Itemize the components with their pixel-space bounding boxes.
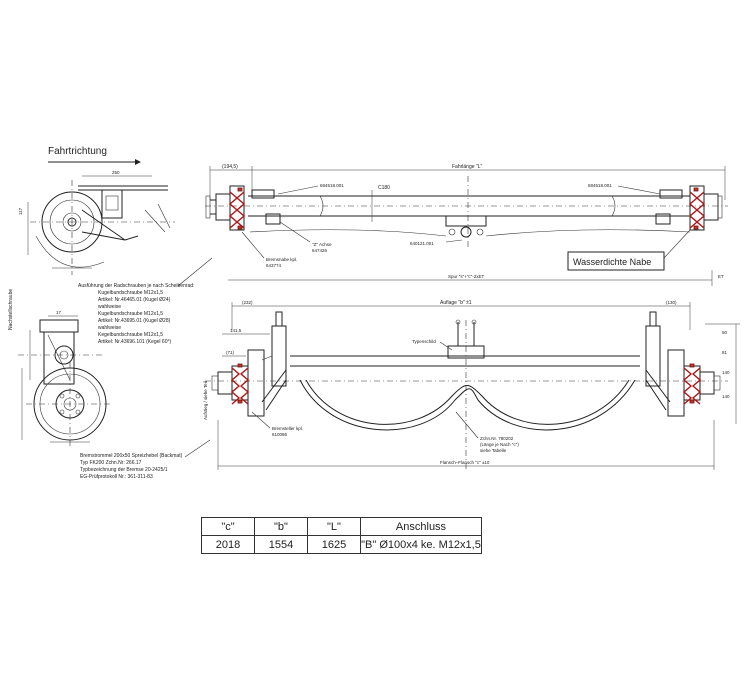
dim-right-4: 140 — [722, 394, 730, 399]
c180-label: C180 — [378, 185, 390, 191]
value-l: 1625 — [307, 535, 361, 554]
direction-arrow — [48, 159, 141, 165]
part-center-label: 640121.001 — [410, 241, 434, 246]
note-line-7: wahlweise — [98, 325, 121, 331]
zchn-3: siehe Tabelle — [480, 448, 507, 453]
fahrlaenge-label: Fahrlänge "L" — [452, 164, 482, 170]
spur-label: Spur "s"+"c"-2xET — [448, 274, 485, 279]
brake-note-1: Bremstrommel 200x50 Spreizhebel (Backmat… — [80, 453, 183, 459]
zchn-1: Zchn.Nr. 780202 — [480, 436, 514, 441]
dim-194: (194,5) — [222, 164, 238, 170]
note-line-6: Artikel: Nr.43695.01 (Kugel Ø28) — [98, 318, 171, 324]
note-line-4: wahlweise — [98, 304, 121, 310]
dim-right-3: 140 — [722, 370, 730, 375]
side-view-drum — [21, 362, 112, 448]
brake-note-2: Typ FK200 Zchn.Nr: 266.17 — [80, 460, 142, 466]
note-line-9: Artikel: Nr.43696.101 (Kegel 60°) — [98, 339, 171, 345]
side-label: Nachstellschraube — [8, 289, 14, 330]
header-b: "b" — [254, 517, 308, 536]
note-line-8: Kegelbundschraube M12x1,5 — [98, 332, 163, 338]
header-c: "c" — [201, 517, 255, 536]
part-left-label: 684518.001 — [320, 183, 344, 188]
brake-note-4: EG-Prüfprotokoll Nr.: 361-311-83 — [80, 474, 153, 480]
dim-small: 17 — [56, 310, 62, 315]
typenschild-label: Typenschild — [412, 339, 436, 344]
bremsnabe-1: Bremsnabe kpl. — [266, 257, 297, 262]
aufstieg-label: Aufstieg / siehe Teil — [203, 381, 208, 420]
bremsnabe-2: 643774 — [266, 263, 282, 268]
brake-note-3: Typbezeichnung der Bremse 20-2425/1 — [80, 467, 168, 473]
dim-130: (130) — [666, 300, 677, 305]
brake-notes: Bremstrommel 200x50 Spreizhebel (Backmat… — [80, 439, 211, 480]
bremsteller-2: 610086 — [272, 432, 288, 437]
note-line-2: Kugelbundschraube M12x1,5 — [98, 290, 163, 296]
dim-250: 250 — [112, 170, 120, 175]
spec-header-row: "c" "b" "L" Anschluss — [201, 517, 482, 536]
note-line-5: Kugelbundschraube M12x1,5 — [98, 311, 163, 317]
wasserdicht-box — [567, 251, 665, 271]
dim-141: 141,5 — [230, 328, 242, 333]
zchn-2: (Länge je Nach "c") — [480, 442, 519, 447]
dim-right-1: 50 — [722, 330, 728, 335]
part-right-label: 684518.001 — [588, 183, 612, 188]
achse-note-1: "Z" Achse — [312, 242, 332, 247]
dim-232: (232) — [242, 300, 253, 305]
flansch-label: Flansch–Flansch "c" ±10 — [440, 460, 490, 465]
side-view-bracket: 17 — [18, 310, 104, 385]
achse-note-2: 647426 — [312, 248, 328, 253]
note-line-3: Artikel: Nr.46465.01 (Kugel Ø24) — [98, 297, 171, 303]
wheel-bolt-notes: Ausführung der Radschrauben je nach Sche… — [78, 257, 213, 345]
spec-table: "c" "b" "L" Anschluss 2018 1554 1625 "B"… — [201, 517, 482, 554]
header-anschluss: Anschluss — [360, 517, 482, 536]
axle-top-view: (194,5) Fahrlänge "L" C180 684518.001 68… — [205, 164, 728, 286]
direction-label: Fahrtrichtung — [48, 146, 107, 157]
bremsteller-1: Bremsteller kpl. — [272, 426, 303, 431]
spec-row: 2018 1554 1625 "B" Ø100x4 ke. M12x1,5 — [201, 535, 482, 554]
note-line-1: Ausführung der Radschrauben je nach Sche… — [78, 283, 194, 289]
value-b: 1554 — [254, 535, 308, 554]
dim-71: (71) — [226, 350, 235, 355]
wasserdicht-label: Wasserdichte Nabe — [573, 257, 651, 267]
value-c: 2018 — [201, 535, 255, 554]
auflage-label: Auflage "b" ±1 — [440, 300, 472, 306]
et-label: ET — [718, 274, 724, 279]
value-anschluss: "B" Ø100x4 ke. M12x1,5 — [360, 535, 482, 554]
dim-right-2: 81 — [722, 350, 728, 355]
dim-117: 117 — [18, 207, 23, 215]
axle-bottom-view: (232) (130) Auflage "b" ±1 141,5 (71) Ty… — [203, 300, 740, 470]
header-l: "L" — [307, 517, 361, 536]
side-view-top: 250 117 — [18, 170, 175, 275]
